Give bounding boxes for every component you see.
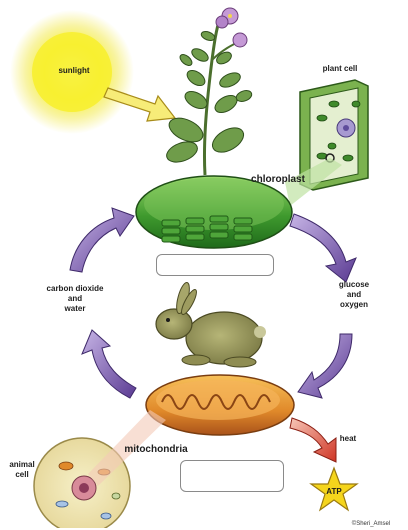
animal-cell-label: animal cell [2, 460, 42, 480]
credit-text: ©Sheri_Amsel [351, 521, 391, 527]
plant-icon [166, 7, 253, 176]
atp-label: ATP [326, 487, 342, 496]
zoom-callout [88, 410, 166, 486]
cycle-arrow-icon [69, 207, 357, 399]
zoom-callout [285, 158, 342, 206]
label-line: cell [15, 470, 29, 479]
sunlight-arrow [103, 87, 177, 122]
label-line: and [67, 294, 83, 303]
heat-label: heat [339, 434, 357, 443]
mitochondria-label: mitochondria [124, 444, 188, 455]
plant-cell-icon [299, 79, 369, 191]
label-line: water [64, 304, 86, 313]
label-line: and [346, 290, 362, 299]
sunlight-label: sunlight [58, 66, 90, 75]
label-line: animal [9, 460, 35, 469]
chloroplast-label: chloroplast [251, 174, 305, 185]
glucose-and-oxygen-label: glucose and oxygen [322, 280, 386, 310]
plant-cell-label: plant cell [322, 64, 358, 73]
atp-star-icon [309, 466, 359, 512]
carbon-dioxide-and-water-label: carbon dioxide and water [30, 284, 120, 314]
heat-arrow-icon [289, 417, 337, 463]
flower-icon [215, 7, 248, 48]
answer-box-photosynthesis[interactable] [156, 254, 274, 276]
label-line: glucose [338, 280, 370, 289]
chloroplast-icon [135, 175, 293, 249]
rabbit-icon [155, 281, 266, 368]
answer-box-respiration[interactable] [180, 460, 284, 492]
sun-icon [10, 10, 134, 134]
label-line: oxygen [339, 300, 368, 309]
mitochondria-icon [145, 374, 295, 436]
label-line: carbon dioxide [46, 284, 104, 293]
